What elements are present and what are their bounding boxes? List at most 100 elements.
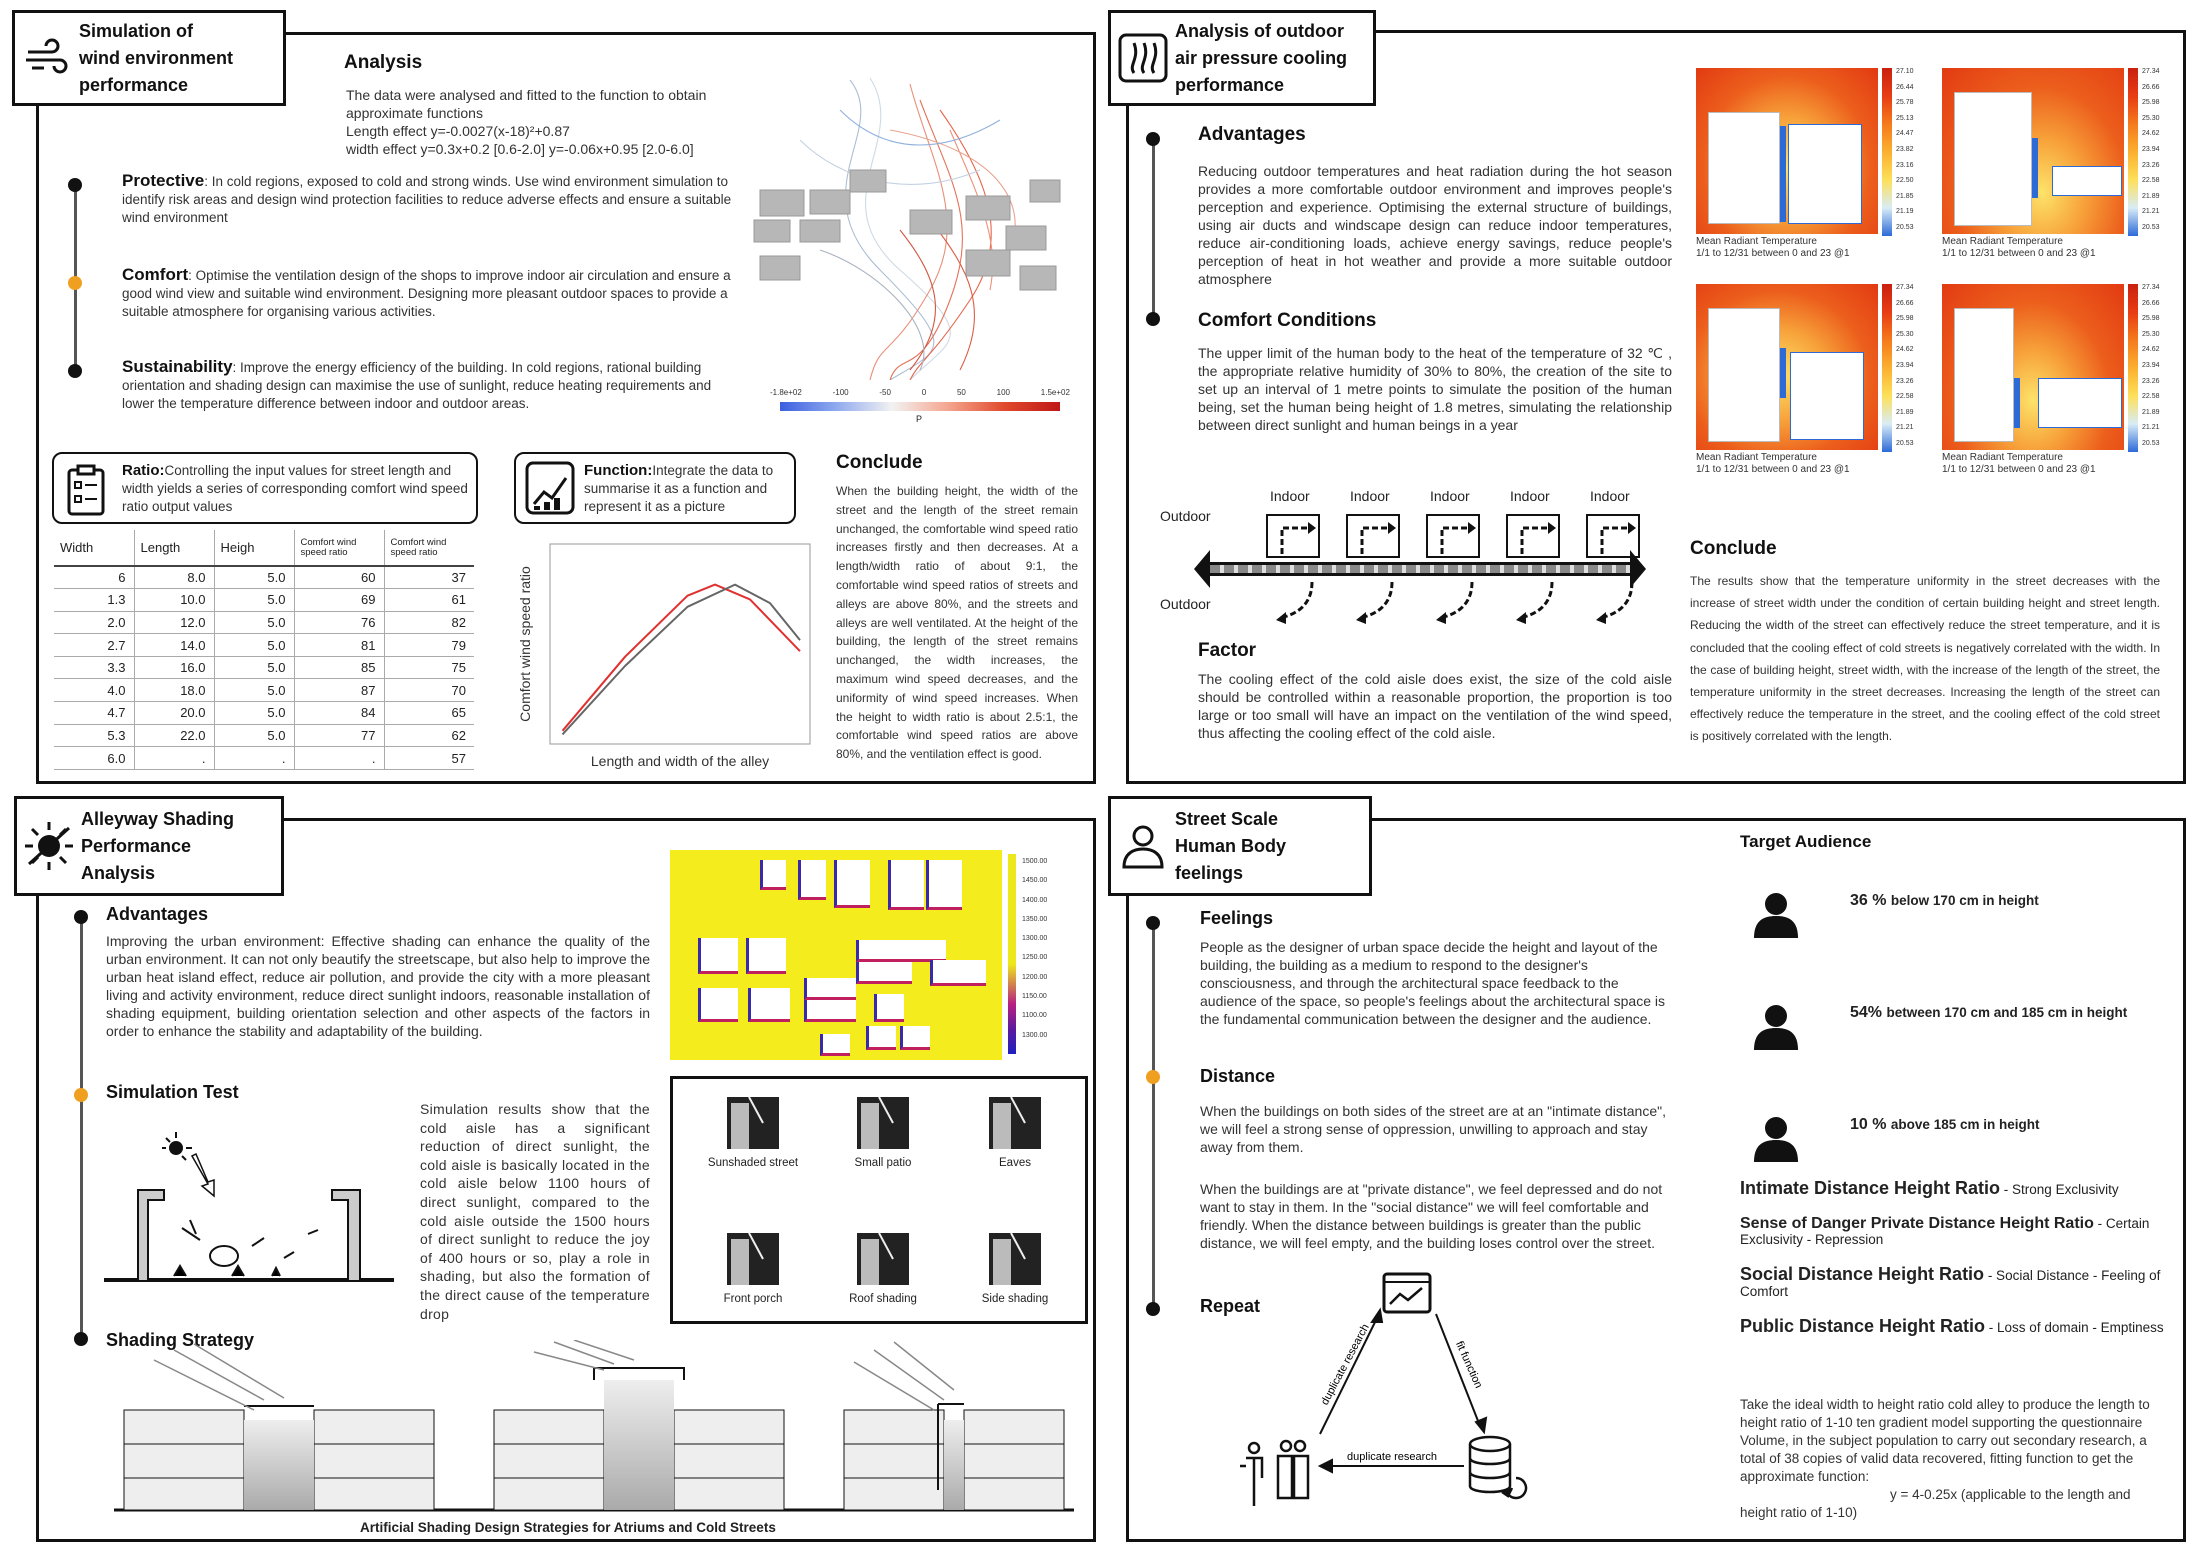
heatmap-tick: 25.98	[2142, 99, 2160, 107]
building-block	[900, 1026, 930, 1050]
shading-card: Front porch	[683, 1229, 823, 1305]
ratio-social: Social Distance Height Ratio - Social Di…	[1740, 1264, 2161, 1299]
shading-card-label: Sunshaded street	[707, 1157, 799, 1169]
wind-simulation-image	[740, 70, 1070, 381]
heatmap-tick: 26.44	[1896, 83, 1914, 91]
col-comfort-1: Comfort wind speed ratio	[294, 530, 385, 567]
table-cell: 60	[294, 566, 385, 590]
col-comfort-2: Comfort wind speed ratio	[384, 530, 474, 567]
table-cell: 18.0	[134, 678, 215, 703]
shade-sim-heading: Simulation Test	[106, 1082, 239, 1102]
indoor-label: Indoor	[1590, 488, 1630, 504]
building-block	[820, 1034, 850, 1056]
heatmap-tick: 20.53	[1896, 223, 1914, 231]
heatmap-tick: 23.94	[2142, 361, 2160, 369]
person-silhouette-icon	[1752, 890, 1800, 943]
air-advantages-text: Reducing outdoor temperatures and heat r…	[1198, 163, 1672, 287]
shade-dot-1	[74, 910, 88, 924]
human-feelings-text: People as the designer of urban space de…	[1200, 939, 1665, 1027]
monitor-chart-icon	[1382, 1272, 1432, 1314]
building-block	[856, 962, 912, 984]
human-distance-text-1: When the buildings on both sides of the …	[1200, 1103, 1666, 1155]
air-dot-1	[1146, 132, 1160, 146]
table-cell: 69	[294, 588, 385, 612]
heatmap-tick: 21.21	[1896, 424, 1914, 432]
table-cell: 57	[384, 746, 474, 770]
table-cell: 5.3	[54, 724, 135, 748]
table-cell: 4.0	[54, 678, 135, 703]
audience-stat: 10 % above 185 cm in height	[1850, 1116, 2040, 1133]
table-cell: 16.0	[134, 656, 215, 680]
building-block	[698, 938, 738, 974]
series-line-2	[561, 583, 801, 736]
heatmap-tick: 24.62	[1896, 346, 1914, 354]
table-cell: 5.0	[214, 566, 295, 590]
repeat-label-right: fit function	[1453, 1339, 1484, 1390]
hours-tick: 1300.00	[1022, 935, 1048, 943]
air-factor-text: The cooling effect of the cold aisle doe…	[1198, 671, 1672, 741]
air-timeline	[1152, 140, 1155, 320]
indoor-box	[1426, 514, 1480, 558]
col-height: Heigh	[214, 530, 295, 567]
indoor-box	[1506, 514, 1560, 558]
hours-tick: 1450.00	[1022, 877, 1048, 885]
ratio-public: Public Distance Height Ratio - Loss of d…	[1740, 1316, 2164, 1336]
airflow-arrow	[1432, 578, 1482, 633]
repeat-label-left: duplicate research	[1319, 1322, 1372, 1407]
indoor-label: Indoor	[1350, 488, 1390, 504]
heatmap-tick: 23.26	[2142, 161, 2160, 169]
building-block	[874, 994, 904, 1022]
shade-strategy-caption: Artificial Shading Design Strategies for…	[360, 1520, 776, 1535]
building-block	[698, 988, 738, 1022]
human-closing-text: Take the ideal width to height ratio col…	[1740, 1397, 2150, 1520]
table-row: 6.0...57	[54, 746, 474, 770]
heatmap-tick: 23.26	[1896, 377, 1914, 385]
indoor-box	[1346, 514, 1400, 558]
table-cell: 76	[294, 611, 385, 635]
wind-item-sustainability: Sustainability: Improve the energy effic…	[122, 357, 712, 412]
table-cell: 87	[294, 678, 385, 703]
col-length: Length	[134, 530, 215, 567]
indoor-label: Indoor	[1270, 488, 1310, 504]
aisle-band	[1210, 562, 1630, 576]
heatmap-tick: 25.30	[2142, 330, 2160, 338]
table-cell: 12.0	[134, 611, 215, 635]
hours-tick: 1150.00	[1022, 993, 1047, 1001]
audience-stat: 36 % below 170 cm in height	[1850, 892, 2039, 909]
outdoor-label-bottom: Outdoor	[1160, 596, 1211, 612]
wind-function-chart: Length and width of the alley Comfort wi…	[514, 540, 814, 770]
table-cell: 8.0	[134, 566, 215, 590]
repeat-cycle-diagram: duplicate research fit function duplicat…	[1238, 1266, 1620, 1506]
hours-scale-bar	[1008, 854, 1016, 1054]
heatmap-tick: 21.89	[2142, 408, 2160, 416]
chart-y-label: Comfort wind speed ratio	[517, 566, 533, 722]
heatmap-tick: 20.53	[2142, 223, 2160, 231]
heatmap-tick: 26.66	[2142, 299, 2160, 307]
heatmap-tick: 25.98	[1896, 315, 1914, 323]
heatmap-tick: 23.94	[1896, 361, 1914, 369]
heatmap-tick: 20.53	[1896, 439, 1914, 447]
shading-card: Sunshaded street	[683, 1093, 823, 1169]
col-width: Width	[54, 530, 135, 567]
shade-dot-3	[74, 1332, 88, 1346]
wind-dot-3	[68, 364, 82, 378]
building-block	[834, 860, 870, 908]
heatmap-tick: 21.89	[2142, 192, 2160, 200]
people-icon	[1238, 1439, 1310, 1506]
heatmap-tick: 25.30	[2142, 114, 2160, 122]
table-cell: 79	[384, 633, 474, 657]
audience-stat: 54% between 170 cm and 185 cm in height	[1850, 1004, 2128, 1021]
human-distance-text-2: When the buildings are at "private dista…	[1200, 1181, 1663, 1251]
heatmap-tick: 23.94	[2142, 145, 2160, 153]
air-advantages-heading: Advantages	[1198, 124, 1306, 145]
